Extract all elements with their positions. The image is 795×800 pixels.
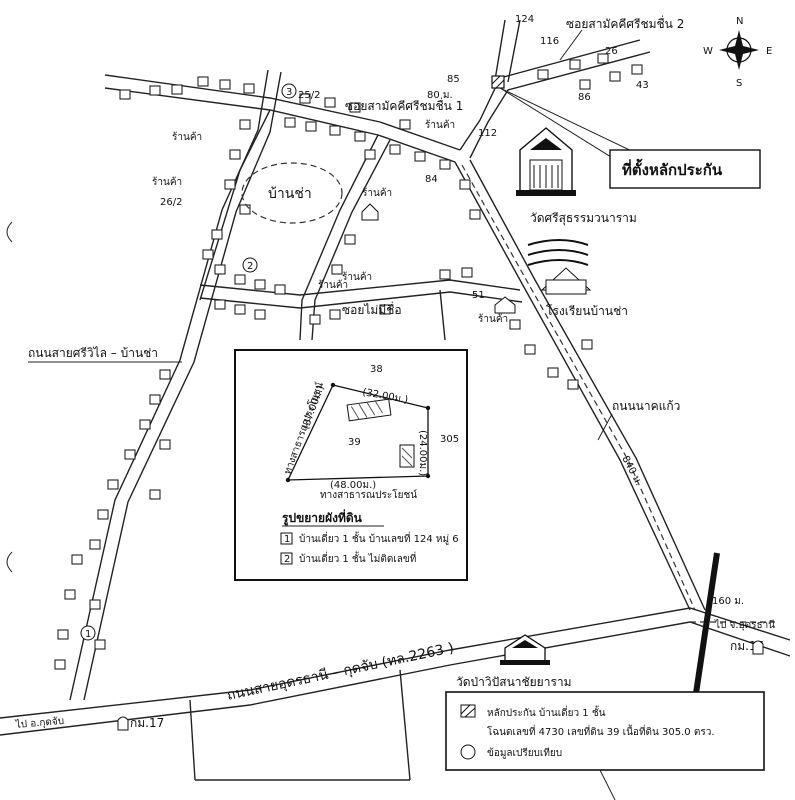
inset-right-neighbor: 305: [440, 434, 459, 445]
shop-label-6: ร้านค้า: [318, 279, 348, 291]
plot-85: 85: [447, 74, 460, 85]
collateral-callout: ที่ตั้งหลักประกัน: [499, 87, 761, 189]
to-udon-label: ไป จ.อุดรธานี: [714, 619, 775, 631]
temple2-icon: [500, 634, 550, 665]
building-2: [399, 444, 415, 468]
svg-text:1: 1: [85, 629, 91, 640]
soi2-pointer: [559, 29, 583, 61]
legend-line-2: โฉนดเลขที่ 4730 เลขที่ดิน 39 เนื้อที่ดิน…: [487, 724, 715, 738]
svg-text:2: 2: [284, 554, 290, 565]
inset-legend-2: บ้านเดี่ยว 1 ชั้น ไม่ติดเลขที่: [299, 551, 416, 565]
plot-124: 124: [515, 14, 534, 25]
legend-line-1: หลักประกัน บ้านเดี่ยว 1 ชั้น: [487, 705, 606, 719]
compass-n: N: [736, 16, 743, 27]
collateral-marker: [491, 75, 505, 89]
highway-label: ถนนสายอุดรธานี – กุดจับ (ทล.2263 ): [226, 640, 456, 704]
temple1-label: วัดศรีสุธรรมวนาราม: [530, 211, 637, 226]
km-marker-icon: [117, 640, 764, 731]
siwilai-road-label: ถนนสายศรีวิไล – บ้านช่า: [28, 346, 158, 360]
road-bottom-label: ทางสาธารณประโยชน์: [320, 488, 417, 501]
plot-84: 84: [425, 174, 438, 185]
svg-text:3: 3: [286, 87, 292, 98]
legend-line-3: ข้อมูลเปรียบเทียบ: [487, 747, 562, 759]
unnamed-soi-label: ซอยไม่มีชื่อ: [342, 301, 402, 317]
punch-mark: [6, 551, 13, 573]
plot-26-2: 26/2: [160, 197, 182, 208]
plot-112: 112: [478, 128, 497, 139]
distance-840m: 840 ม.: [619, 454, 644, 487]
compass-rose: N S E W: [703, 16, 772, 89]
distance-80m: 80 ม.: [427, 90, 453, 101]
distance-160m: 160 ม.: [712, 596, 744, 607]
shop-icon: [361, 203, 516, 314]
plot-86: 86: [578, 92, 591, 103]
plot-51: 51: [472, 290, 485, 301]
soi2-label: ซอยสามัคคีศรีชมชื่น 2: [566, 15, 684, 31]
plot-43: 43: [636, 80, 649, 91]
school-label: โรงเรียนบ้านช่า: [546, 304, 628, 318]
compass-s: S: [736, 78, 742, 89]
punch-mark: [6, 221, 13, 243]
svg-text:1: 1: [284, 534, 290, 545]
soi1-label: ซอยสามัคคีศรีชมชื่น 1: [345, 97, 463, 113]
plot-25-2: 25/2: [298, 90, 320, 101]
collateral-location-label: ที่ตั้งหลักประกัน: [622, 158, 723, 179]
parcel-inset: 38 305 39 (32.00ม.) (48.00ม.) (37.00ม.) …: [234, 349, 468, 581]
compass-w: W: [703, 46, 713, 57]
inset-title: รูปขยายผังที่ดิน: [282, 509, 363, 526]
svg-text:2: 2: [247, 261, 253, 272]
inset-legend-1: บ้านเดี่ยว 1 ชั้น บ้านเลขที่ 124 หมู่ 6: [299, 531, 459, 545]
temple2-label: วัดป่าวิปัสนาชัยยาราม: [456, 675, 572, 689]
to-kudjap-label: ไป อ.กุดจับ: [14, 715, 64, 731]
school-icon: [527, 239, 592, 295]
shop-label-3: ร้านค้า: [425, 119, 455, 131]
dim-right: (24.00ม.): [417, 430, 428, 476]
shop-label-4: ร้านค้า: [362, 187, 392, 199]
marker-2: 2: [242, 257, 258, 273]
village-label: บ้านช่า: [268, 186, 312, 202]
nakkaew-pointer: [597, 413, 613, 441]
building-1: [346, 398, 392, 422]
compass-e: E: [766, 46, 772, 57]
plot-26: 26: [605, 46, 618, 57]
temple-icon: [516, 127, 576, 196]
marker-3: 3: [281, 83, 297, 99]
shop-label-7: ร้านค้า: [478, 313, 508, 325]
inset-top-neighbor: 38: [370, 364, 383, 375]
nakkaew-road-label: ถนนนาคแก้ว: [612, 399, 680, 413]
shop-label-2: ร้านค้า: [152, 176, 182, 188]
village-boundary: [241, 162, 343, 224]
inset-center-parcel: 39: [348, 437, 361, 448]
shop-label-5: ร้านค้า: [342, 271, 372, 283]
map-legend: หลักประกัน บ้านเดี่ยว 1 ชั้น โฉนดเลขที่ …: [445, 691, 765, 771]
km17-label: กม.17: [130, 716, 164, 730]
houses: [54, 53, 643, 670]
dim-bottom: (48.00ม.): [330, 480, 376, 491]
marker-1: 1: [80, 625, 96, 641]
shop-label-1: ร้านค้า: [172, 131, 202, 143]
plot-116: 116: [540, 36, 559, 47]
